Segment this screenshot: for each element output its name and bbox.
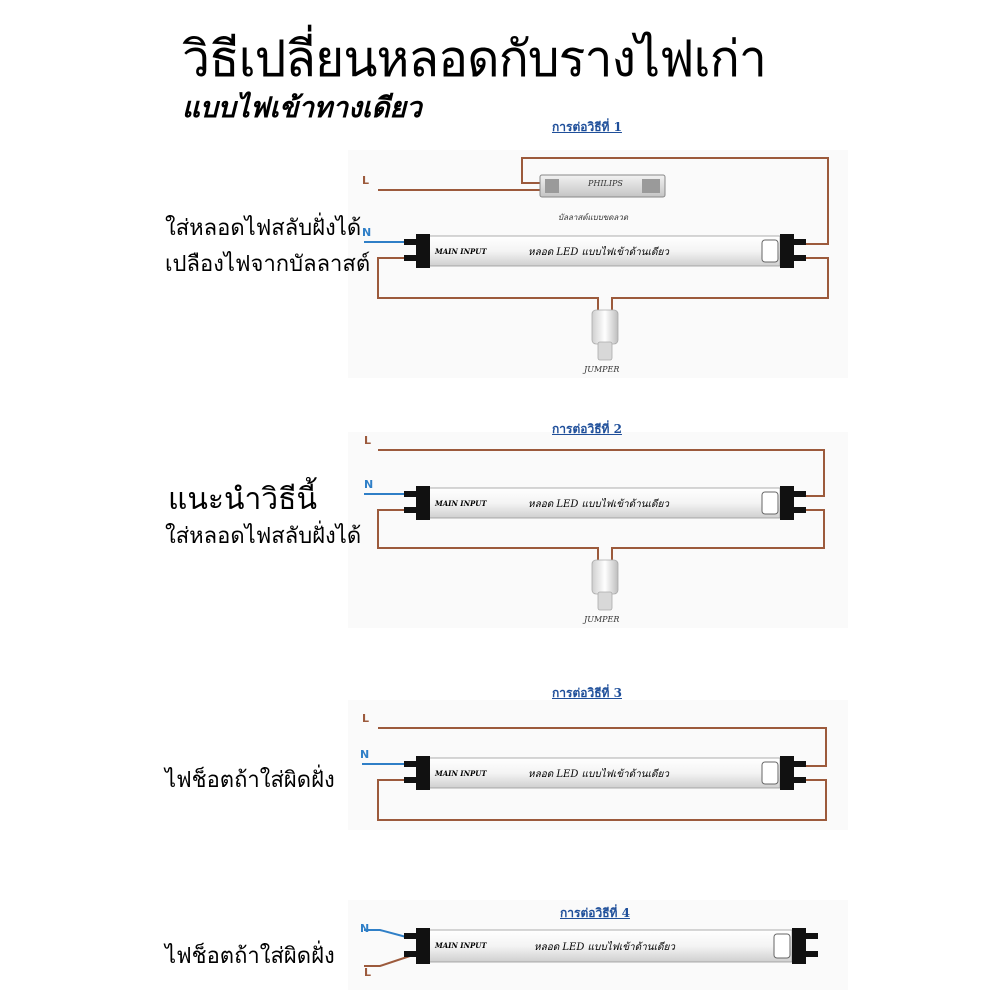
section-title-2: การต่อวิธีที่ 2: [552, 422, 622, 436]
note-3: ไฟช็อตถ้าใส่ผิดฝั่ง: [165, 768, 335, 793]
diagram-1: L N PHILIPS บัลลาสต์แบบขดลวด MAIN INPUT …: [362, 157, 829, 374]
tube-label-1: หลอด LED แบบไฟเข้าด้านเดียว: [528, 246, 670, 258]
note-1a: ใส่หลอดไฟสลับฝั่งได้: [165, 216, 362, 241]
main-input-label-2: MAIN INPUT: [434, 499, 487, 508]
led-tube-3: MAIN INPUT หลอด LED แบบไฟเข้าด้านเดียว: [404, 756, 806, 790]
jumper-wire-right-1: [611, 257, 829, 312]
note-2a: แนะนำวิธีนี้: [168, 482, 317, 517]
ballast-brand: PHILIPS: [587, 179, 623, 188]
wire-label-n-2: N: [364, 478, 373, 491]
diagram-4: N L MAIN INPUT หลอด LED แบบไฟเข้าด้านเดี…: [360, 922, 818, 979]
led-tube-2: MAIN INPUT หลอด LED แบบไฟเข้าด้านเดียว: [404, 486, 806, 520]
live-wire-4: [364, 955, 411, 967]
diagram-3: L N MAIN INPUT หลอด LED แบบไฟเข้าด้านเดี…: [360, 712, 827, 821]
diagram-2: L N MAIN INPUT หลอด LED แบบไฟเข้าด้านเดี…: [364, 434, 825, 624]
live-wire-3: [378, 727, 827, 767]
jumper-label-1: JUMPER: [582, 365, 619, 374]
main-input-label-1: MAIN INPUT: [434, 247, 487, 256]
led-tube-4: MAIN INPUT หลอด LED แบบไฟเข้าด้านเดียว: [404, 928, 818, 964]
note-1b: เปลืองไฟจากบัลลาสต์: [165, 252, 371, 277]
ballast-return-wire-1: [521, 157, 829, 245]
tube-label-3: หลอด LED แบบไฟเข้าด้านเดียว: [528, 768, 670, 780]
note-2b: ใส่หลอดไฟสลับฝั่งได้: [165, 524, 362, 549]
wire-label-l-4: L: [364, 966, 371, 979]
section-title-3: การต่อวิธีที่ 3: [552, 686, 622, 700]
bridge-wire-3: [377, 779, 827, 821]
jumper-wire-left-1: [377, 257, 599, 312]
note-4: ไฟช็อตถ้าใส่ผิดฝั่ง: [165, 944, 335, 969]
jumper-wire-left-2: [377, 509, 599, 562]
wire-label-n-1: N: [362, 226, 371, 239]
led-tube-1: MAIN INPUT หลอด LED แบบไฟเข้าด้านเดียว: [404, 234, 806, 268]
section-title-4: การต่อวิธีที่ 4: [560, 906, 630, 920]
jumper-wire-right-2: [611, 509, 825, 562]
main-input-label-4: MAIN INPUT: [434, 941, 487, 950]
jumper-2: JUMPER: [582, 559, 619, 624]
ballast-label: บัลลาสต์แบบขดลวด: [558, 212, 629, 222]
page-subtitle: แบบไฟเข้าทางเดียว: [182, 91, 422, 124]
tube-label-4: หลอด LED แบบไฟเข้าด้านเดียว: [534, 941, 676, 953]
main-input-label-3: MAIN INPUT: [434, 769, 487, 778]
wire-label-n-4: N: [360, 922, 369, 935]
tube-label-2: หลอด LED แบบไฟเข้าด้านเดียว: [528, 498, 670, 510]
wire-label-l-2: L: [364, 434, 371, 447]
neutral-wire-4: [364, 929, 411, 939]
wire-label-n-3: N: [360, 748, 369, 761]
live-wire-2: [378, 449, 825, 497]
ballast: PHILIPS บัลลาสต์แบบขดลวด: [539, 174, 666, 222]
section-title-1: การต่อวิธีที่ 1: [552, 120, 622, 134]
jumper-label-2: JUMPER: [582, 615, 619, 624]
wire-label-l-1: L: [362, 174, 369, 187]
page-title: วิธีเปลี่ยนหลอดกับรางไฟเก่า: [182, 30, 767, 88]
jumper-1: JUMPER: [582, 309, 619, 374]
wire-label-l-3: L: [362, 712, 369, 725]
